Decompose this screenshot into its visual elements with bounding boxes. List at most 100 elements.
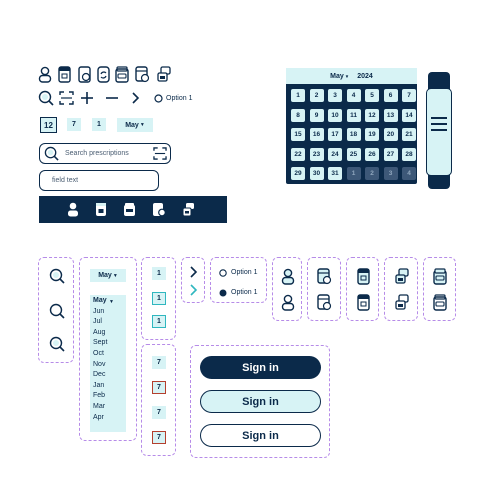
sign-in-button-primary[interactable]: Sign in bbox=[200, 356, 321, 379]
calendar-day[interactable]: 10 bbox=[328, 108, 342, 122]
calendar-day[interactable]: 21 bbox=[402, 128, 416, 141]
month-option[interactable]: Jan bbox=[93, 381, 105, 389]
calendar-day[interactable]: 9 bbox=[309, 108, 324, 122]
calendar-day[interactable]: 17 bbox=[328, 128, 342, 141]
calendar-day[interactable]: 8 bbox=[291, 108, 305, 122]
date-badge[interactable]: 7 bbox=[67, 118, 81, 131]
search-icon[interactable] bbox=[38, 90, 54, 106]
calendar-day[interactable]: 12 bbox=[365, 108, 379, 122]
calendar-day[interactable]: 27 bbox=[383, 147, 398, 161]
person-icon[interactable] bbox=[38, 66, 52, 83]
sign-in-button-outline[interactable]: Sign in bbox=[200, 424, 321, 447]
calendar-pill-icon[interactable] bbox=[135, 66, 150, 83]
calendar-pill-icon[interactable] bbox=[317, 294, 332, 311]
search-field[interactable]: Search prescriptions bbox=[39, 143, 171, 164]
search-icon[interactable] bbox=[49, 303, 65, 319]
date-badge-focus[interactable]: 1 bbox=[152, 315, 166, 328]
pill-bottle-icon[interactable] bbox=[95, 202, 107, 217]
date-badge-selected[interactable]: 12 bbox=[40, 117, 57, 133]
calendar-day[interactable]: 1 bbox=[291, 89, 305, 102]
minus-icon[interactable] bbox=[105, 91, 119, 105]
calendar-day[interactable]: 13 bbox=[383, 108, 398, 122]
scroll-thumb[interactable] bbox=[426, 88, 452, 176]
person-icon[interactable] bbox=[67, 202, 79, 217]
calendar-day[interactable]: 2 bbox=[309, 89, 324, 102]
chevron-right-icon[interactable] bbox=[131, 92, 140, 104]
calendar-day[interactable]: 28 bbox=[402, 147, 416, 161]
pill-swap-icon[interactable] bbox=[395, 268, 409, 285]
refill-icon[interactable] bbox=[97, 66, 110, 83]
month-option[interactable]: May bbox=[93, 297, 107, 304]
month-select[interactable]: May▼ bbox=[90, 269, 126, 282]
calendar-day[interactable]: 6 bbox=[383, 89, 398, 102]
month-option[interactable]: Jun bbox=[93, 307, 105, 315]
calendar-day[interactable]: 14 bbox=[402, 108, 416, 122]
plus-icon[interactable] bbox=[80, 91, 94, 105]
month-option[interactable]: Mar bbox=[93, 403, 106, 410]
date-badge[interactable]: 7 bbox=[152, 356, 166, 369]
pill-swap-icon[interactable] bbox=[157, 66, 171, 83]
calendar-day[interactable]: 26 bbox=[365, 147, 379, 161]
calendar-day[interactable]: 4 bbox=[346, 89, 361, 102]
date-badge-error[interactable]: 7 bbox=[152, 431, 166, 444]
scan-icon[interactable] bbox=[59, 91, 74, 105]
medicine-box-icon[interactable] bbox=[115, 66, 129, 83]
calendar-year[interactable]: 2024 bbox=[357, 72, 373, 80]
calendar-day[interactable]: 16 bbox=[309, 128, 324, 141]
radio-button-checked[interactable] bbox=[219, 289, 227, 297]
date-badge-hover[interactable]: 1 bbox=[152, 292, 166, 305]
calendar-pill-icon[interactable] bbox=[152, 202, 166, 217]
medicine-box-icon[interactable] bbox=[123, 202, 136, 217]
calendar-day[interactable]: 7 bbox=[402, 89, 416, 102]
calendar-day[interactable]: 24 bbox=[328, 147, 342, 161]
date-badge[interactable]: 1 bbox=[152, 267, 166, 280]
calendar-day[interactable]: 30 bbox=[309, 167, 324, 180]
sign-in-button-secondary[interactable]: Sign in bbox=[200, 390, 321, 413]
month-option[interactable]: Feb bbox=[93, 392, 106, 400]
pill-bottle-icon[interactable] bbox=[58, 66, 71, 83]
radio-button-unchecked[interactable] bbox=[219, 269, 227, 277]
pill-swap-icon[interactable] bbox=[182, 202, 195, 217]
month-option[interactable]: Dec bbox=[93, 371, 106, 379]
text-field[interactable]: field text bbox=[39, 170, 159, 191]
search-icon[interactable] bbox=[49, 268, 65, 284]
month-select[interactable]: May▼ bbox=[117, 118, 153, 132]
calendar-day[interactable]: 25 bbox=[346, 147, 361, 161]
month-option[interactable]: Nov bbox=[93, 360, 106, 368]
calendar-day[interactable]: 5 bbox=[365, 89, 379, 102]
calendar-day[interactable]: 1 bbox=[346, 167, 361, 180]
person-icon[interactable] bbox=[281, 294, 295, 311]
chevron-right-icon[interactable] bbox=[189, 266, 198, 278]
month-option[interactable]: Apr bbox=[93, 413, 104, 421]
calendar-day[interactable]: 31 bbox=[328, 167, 342, 180]
calendar-pill-icon[interactable] bbox=[317, 268, 332, 285]
calendar-day[interactable]: 19 bbox=[365, 128, 379, 141]
month-option[interactable]: Sept bbox=[93, 339, 108, 347]
medicine-box-icon[interactable] bbox=[433, 294, 447, 311]
calendar-day[interactable]: 3 bbox=[383, 167, 398, 180]
calendar-day[interactable]: 15 bbox=[291, 128, 305, 141]
date-badge[interactable]: 7 bbox=[152, 406, 166, 419]
calendar-day[interactable]: 18 bbox=[346, 128, 361, 141]
prescription-sync-icon[interactable] bbox=[78, 66, 92, 83]
person-icon[interactable] bbox=[281, 268, 295, 285]
calendar-day[interactable]: 11 bbox=[346, 108, 361, 122]
scan-icon[interactable] bbox=[153, 147, 167, 160]
calendar-day[interactable]: 2 bbox=[365, 167, 379, 180]
date-badge[interactable]: 1 bbox=[92, 118, 106, 131]
calendar-day[interactable]: 23 bbox=[309, 147, 324, 161]
calendar-day[interactable]: 4 bbox=[402, 167, 416, 180]
radio-button[interactable] bbox=[154, 94, 163, 103]
pill-bottle-icon[interactable] bbox=[357, 294, 370, 311]
calendar-month[interactable]: May bbox=[330, 72, 344, 80]
medicine-box-icon[interactable] bbox=[433, 268, 447, 285]
search-icon[interactable] bbox=[49, 336, 65, 352]
calendar-day[interactable]: 29 bbox=[291, 167, 305, 180]
month-option[interactable]: Jul bbox=[93, 318, 102, 326]
month-option[interactable]: Oct bbox=[93, 350, 104, 357]
pill-bottle-icon[interactable] bbox=[357, 268, 370, 285]
month-option[interactable]: Aug bbox=[93, 328, 106, 336]
date-badge-error[interactable]: 7 bbox=[152, 381, 166, 394]
pill-swap-icon[interactable] bbox=[395, 294, 409, 311]
calendar-day[interactable]: 20 bbox=[383, 128, 398, 141]
